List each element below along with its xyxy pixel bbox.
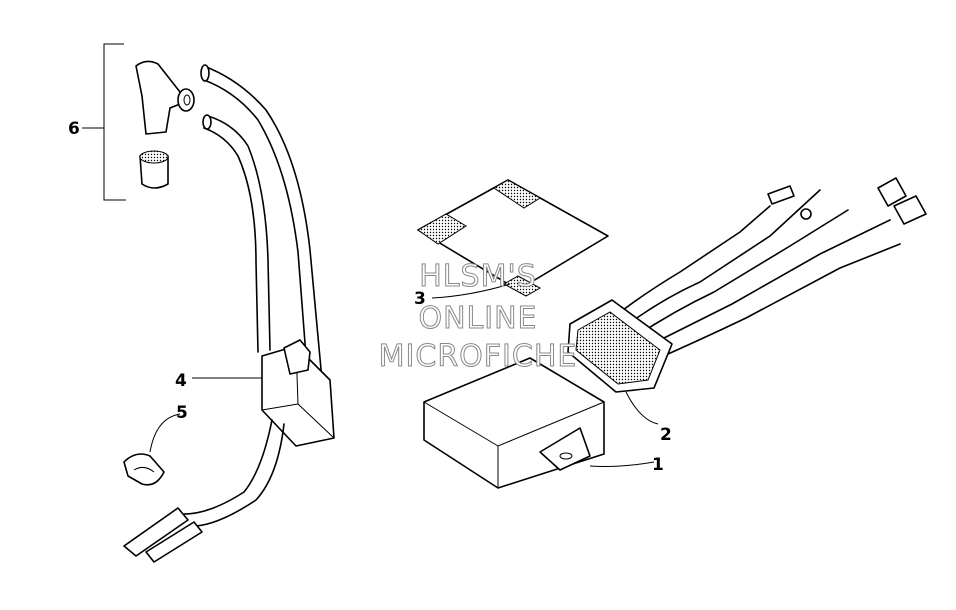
spark-plug-cap-group <box>82 43 195 201</box>
watermark-line-2: ONLINE <box>418 301 537 336</box>
cap-terminal-hole <box>183 94 191 106</box>
cap-terminal <box>177 88 195 112</box>
coil-harness-outer <box>183 419 273 515</box>
decal-corner-top <box>493 179 541 209</box>
leader-2 <box>625 391 659 425</box>
lead-b-end <box>202 114 212 130</box>
cdi-module-group <box>423 357 655 489</box>
small-connector-b <box>893 195 927 225</box>
harness-wire-4 <box>649 243 901 363</box>
callout-2: 2 <box>660 425 672 445</box>
callout-1: 1 <box>652 455 664 475</box>
cdi-mount-hole <box>559 452 573 460</box>
wire-clip-groove <box>133 466 155 473</box>
harness-wire-5 <box>609 205 771 321</box>
coil-lead-b-inner <box>203 127 259 353</box>
coil-mount-tab <box>283 339 311 375</box>
bracket-6 <box>103 43 126 201</box>
cdi-module-edges <box>423 401 605 488</box>
leader-5 <box>149 413 181 453</box>
ring-terminal <box>800 208 812 220</box>
callout-6: 6 <box>68 119 80 139</box>
wiring-harness-group <box>567 177 927 425</box>
watermark-line-3: MICROFICHE <box>379 339 578 374</box>
decal-sheet <box>417 179 609 291</box>
coil-lead-b-outer <box>207 115 271 351</box>
coil-harness-inner <box>195 423 285 527</box>
callout-5: 5 <box>176 403 188 423</box>
wire-clip-group <box>123 413 181 486</box>
decal-corner-bottom <box>502 275 542 297</box>
connector-pin-face <box>575 311 661 385</box>
decal-corner-left <box>417 213 467 245</box>
leader-1 <box>589 461 655 467</box>
leader-3 <box>431 283 511 299</box>
ignition-coil-group <box>123 64 335 563</box>
cdi-mount-ear <box>539 427 591 471</box>
coil-lead-a-outer <box>203 65 323 381</box>
small-connector-a <box>877 177 907 207</box>
wire-clip <box>123 453 165 486</box>
bullet-terminal <box>767 185 795 205</box>
coil-lead-a-inner <box>203 79 309 383</box>
coil-connector-a <box>123 507 189 557</box>
watermark-line-1: HLSM'S <box>419 259 537 294</box>
coil-connector-b <box>145 521 203 563</box>
callout-4: 4 <box>175 371 187 391</box>
cdi-module-body <box>423 357 605 489</box>
boot-top <box>139 150 169 164</box>
decal-sheet-group <box>417 179 609 299</box>
spark-plug-cap <box>135 60 181 135</box>
harness-wire-1 <box>619 189 821 331</box>
callout-3: 3 <box>414 289 426 309</box>
lead-a-end <box>200 64 210 82</box>
